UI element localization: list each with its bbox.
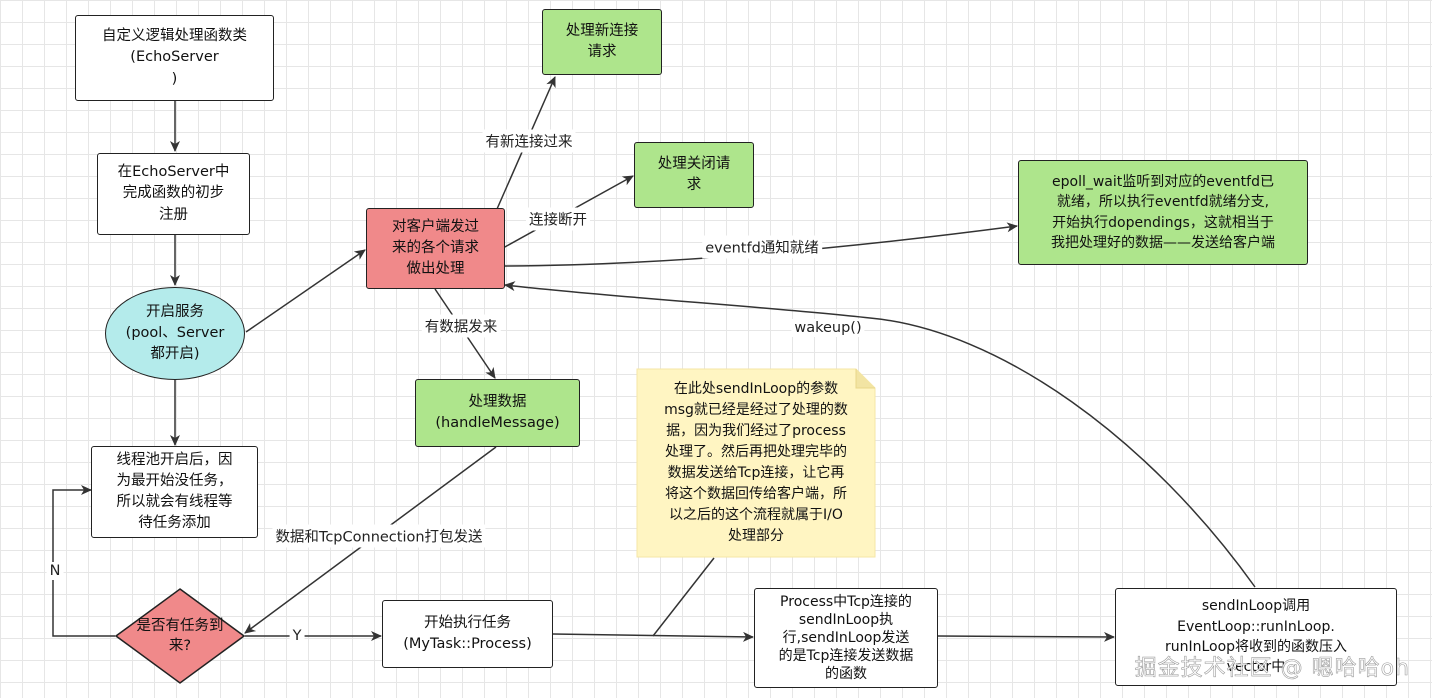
process-requests-node[interactable]: 对客户端发过 来的各个请求 做出处理 bbox=[366, 208, 505, 289]
has-task-text: 是否有任务到 来? bbox=[136, 617, 224, 654]
decision-diamond-shape bbox=[115, 588, 245, 684]
new-connection-text: 处理新连接 请求 bbox=[565, 22, 639, 60]
edge-label-yes: Y bbox=[289, 627, 305, 645]
echo-server-class-text: 自定义逻辑处理函数类 (EchoServer ) bbox=[102, 28, 247, 87]
run-in-loop-node[interactable]: sendInLoop调用 EventLoop::runInLoop. runIn… bbox=[1115, 588, 1397, 686]
new-connection-node[interactable]: 处理新连接 请求 bbox=[542, 9, 662, 75]
register-text: 在EchoServer中 完成函数的初步 注册 bbox=[117, 164, 230, 223]
edge-label-disconnect: 连接断开 bbox=[526, 207, 590, 231]
start-service-text: 开启服务 (pool、Server 都开启) bbox=[125, 303, 225, 362]
edge-label-new-connection: 有新连接过来 bbox=[482, 129, 576, 153]
start-task-node[interactable]: 开始执行任务 (MyTask::Process) bbox=[382, 600, 553, 668]
start-service-node[interactable]: 开启服务 (pool、Server 都开启) bbox=[105, 287, 245, 380]
edge-tcp-to-runinloop bbox=[937, 631, 1115, 642]
epoll-wait-text: epoll_wait监听到对应的eventfd已 就绪，所以执行eventfd就… bbox=[1051, 173, 1275, 251]
process-requests-text: 对客户端发过 来的各个请求 做出处理 bbox=[392, 218, 479, 277]
tcp-send-node[interactable]: Process中Tcp连接的 sendInLoop执 行,sendInLoop发… bbox=[754, 588, 938, 688]
edge-label-pack-send: 数据和TcpConnection打包发送 bbox=[272, 524, 486, 548]
epoll-wait-node[interactable]: epoll_wait监听到对应的eventfd已 就绪，所以执行eventfd就… bbox=[1018, 160, 1308, 265]
edge-note-connector bbox=[652, 557, 715, 637]
edge-wakeup bbox=[504, 281, 1256, 588]
edge-label-wakeup: wakeup() bbox=[791, 319, 865, 337]
edge-label-has-data: 有数据发来 bbox=[421, 314, 501, 338]
run-in-loop-text: sendInLoop调用 EventLoop::runInLoop. runIn… bbox=[1164, 598, 1348, 676]
handle-data-node[interactable]: 处理数据 (handleMessage) bbox=[415, 379, 580, 447]
register-node[interactable]: 在EchoServer中 完成函数的初步 注册 bbox=[97, 153, 250, 235]
start-task-text: 开始执行任务 (MyTask::Process) bbox=[403, 614, 532, 652]
thread-pool-text: 线程池开启后，因 为最开始没任务， 所以就会有线程等 待任务添加 bbox=[116, 451, 233, 532]
echo-server-class-node[interactable]: 自定义逻辑处理函数类 (EchoServer ) bbox=[75, 15, 274, 101]
close-request-node[interactable]: 处理关闭请 求 bbox=[634, 142, 754, 208]
edge-label-eventfd: eventfd通知就绪 bbox=[702, 235, 822, 259]
has-task-decision[interactable]: 是否有任务到 来? bbox=[115, 588, 245, 684]
sendinloop-note[interactable]: 在此处sendInLoop的参数 msg就已经是经过了处理的数 据，因为我们经过… bbox=[636, 368, 876, 558]
handle-data-text: 处理数据 (handleMessage) bbox=[435, 393, 560, 431]
edge-label-no: N bbox=[46, 562, 64, 580]
note-text: 在此处sendInLoop的参数 msg就已经是经过了处理的数 据，因为我们经过… bbox=[664, 381, 848, 544]
watermark: 掘金技术社区 @ 嗯哈哈oh bbox=[1134, 656, 1410, 682]
tcp-send-text: Process中Tcp连接的 sendInLoop执 行,sendInLoop发… bbox=[778, 593, 914, 683]
close-request-text: 处理关闭请 求 bbox=[657, 155, 731, 193]
edge-start-to-process bbox=[245, 249, 366, 333]
thread-pool-node[interactable]: 线程池开启后，因 为最开始没任务， 所以就会有线程等 待任务添加 bbox=[91, 446, 258, 538]
note-shape bbox=[636, 368, 876, 558]
